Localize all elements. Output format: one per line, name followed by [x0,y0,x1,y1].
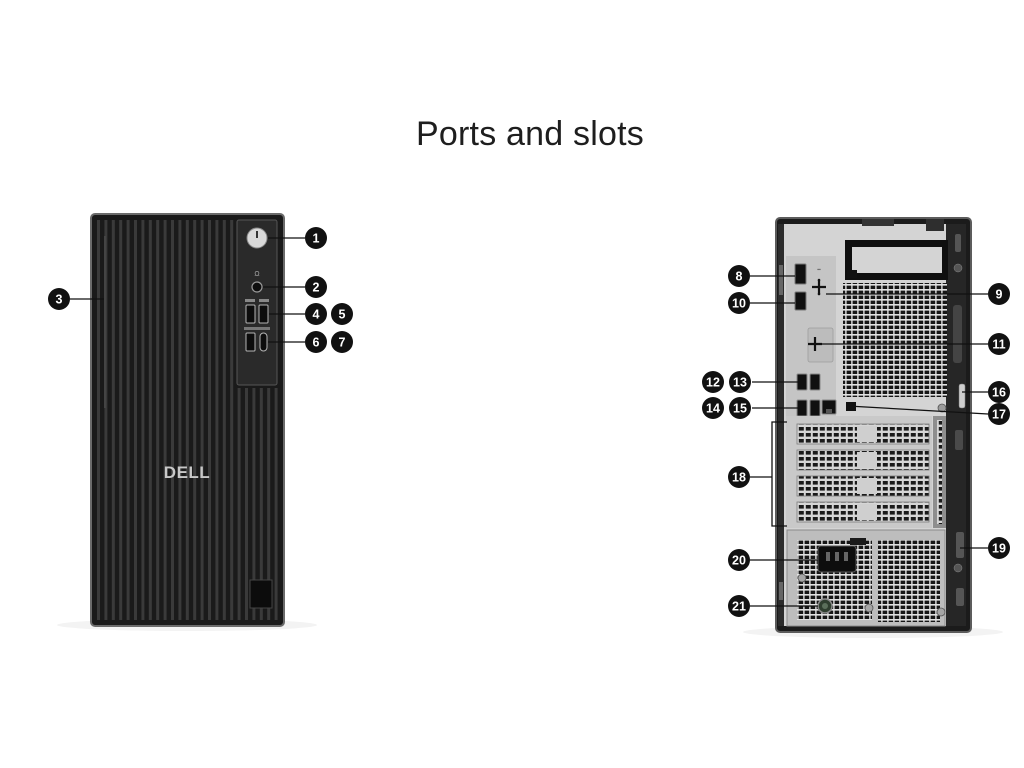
front-rib [148,220,152,620]
expansion-slot-center [857,478,877,494]
svg-text:4: 4 [313,308,320,322]
svg-text:Ω: Ω [254,271,259,278]
front-rib [267,388,271,620]
rear-usb-port[interactable] [809,373,821,391]
callout-12: 12 [702,371,724,393]
svg-text:15: 15 [733,402,747,416]
front-rib [208,220,211,620]
dell-logo: DELL [164,463,210,482]
front-rib [104,220,108,620]
displayport-port[interactable] [794,263,807,285]
callout-15: 15 [729,397,751,419]
front-rib [171,220,174,620]
front-rib [252,388,256,620]
front-rib [200,220,204,620]
svg-text:11: 11 [992,338,1005,352]
callout-1: 1 [305,227,327,249]
callout-2: 2 [305,276,327,298]
front-rib [215,220,219,620]
callout-9: 9 [988,283,1010,305]
leader-lines [70,237,989,607]
svg-text:12: 12 [706,376,720,390]
front-usb-c-port[interactable] [259,332,268,352]
front-accent-line [104,236,106,408]
rear-usb-port[interactable] [809,399,821,417]
front-rib [245,388,248,620]
front-rib [119,220,123,620]
svg-text:5: 5 [339,308,346,322]
svg-text:18: 18 [732,471,746,485]
svg-text:17: 17 [992,408,1006,422]
callout-16: 16 [988,381,1010,403]
callout-14: 14 [702,397,724,419]
callout-20: 20 [728,549,750,571]
svg-text:2: 2 [313,281,320,295]
svg-text:20: 20 [732,554,746,568]
callout-19: 19 [988,537,1010,559]
callout-4: 4 [305,303,327,325]
svg-text:14: 14 [706,402,720,416]
callout-11: 11 [988,333,1010,355]
svg-text:▪▪: ▪▪ [817,267,821,273]
optional-port-icon [812,280,826,294]
front-rib [274,388,278,620]
callouts: 1 2 3 4 5 6 7 8 9 10 11 12 13 14 15 16 1… [48,227,1010,617]
callout-17: 17 [988,403,1010,425]
front-rib [141,220,145,620]
front-rib [126,220,130,620]
front-tower: Ω DELL [90,213,285,627]
callout-8: 8 [728,265,750,287]
front-rib [237,388,241,620]
front-ribs [97,220,278,620]
front-rib [163,220,167,620]
front-usb-a-port[interactable] [245,304,256,324]
rj45-port[interactable] [821,399,837,415]
front-rib [178,220,182,620]
callout-10: 10 [728,292,750,314]
svg-text:13: 13 [733,376,747,390]
front-usb-a-port[interactable] [258,304,269,324]
rear-fan-vent [843,283,947,397]
svg-text:9: 9 [996,288,1003,302]
front-rib [111,220,115,620]
svg-text:16: 16 [992,386,1006,400]
expansion-slots [796,423,930,523]
svg-text:10: 10 [732,297,746,311]
front-rib [97,220,100,620]
callout-7: 7 [331,331,353,353]
rear-tower: ▪▪ [775,217,972,633]
svg-text:7: 7 [339,336,346,350]
callout-21: 21 [728,595,750,617]
page-title: Ports and slots [416,115,644,153]
callout-5: 5 [331,303,353,325]
front-rib [156,220,160,620]
svg-text:21: 21 [732,600,746,614]
svg-text:1: 1 [313,232,320,246]
callout-18: 18 [728,466,750,488]
expansion-slot-center [857,504,877,520]
svg-text:6: 6 [313,336,320,350]
callout-6: 6 [305,331,327,353]
front-usb-a-port[interactable] [245,332,256,352]
displayport-port[interactable] [794,291,807,311]
expansion-slot-center [857,426,877,442]
callout-13: 13 [729,371,751,393]
front-rib [222,220,226,620]
callout-3: 3 [48,288,70,310]
svg-text:3: 3 [56,293,63,307]
front-rib [259,388,263,620]
front-rib [193,220,197,620]
front-badge [249,579,273,609]
svg-text:8: 8 [736,270,743,284]
svg-text:19: 19 [992,542,1006,556]
front-rib [185,220,189,620]
front-rib [134,220,137,620]
audio-jack-icon[interactable] [251,281,263,293]
front-rib [230,220,234,620]
expansion-slot-center [857,452,877,468]
